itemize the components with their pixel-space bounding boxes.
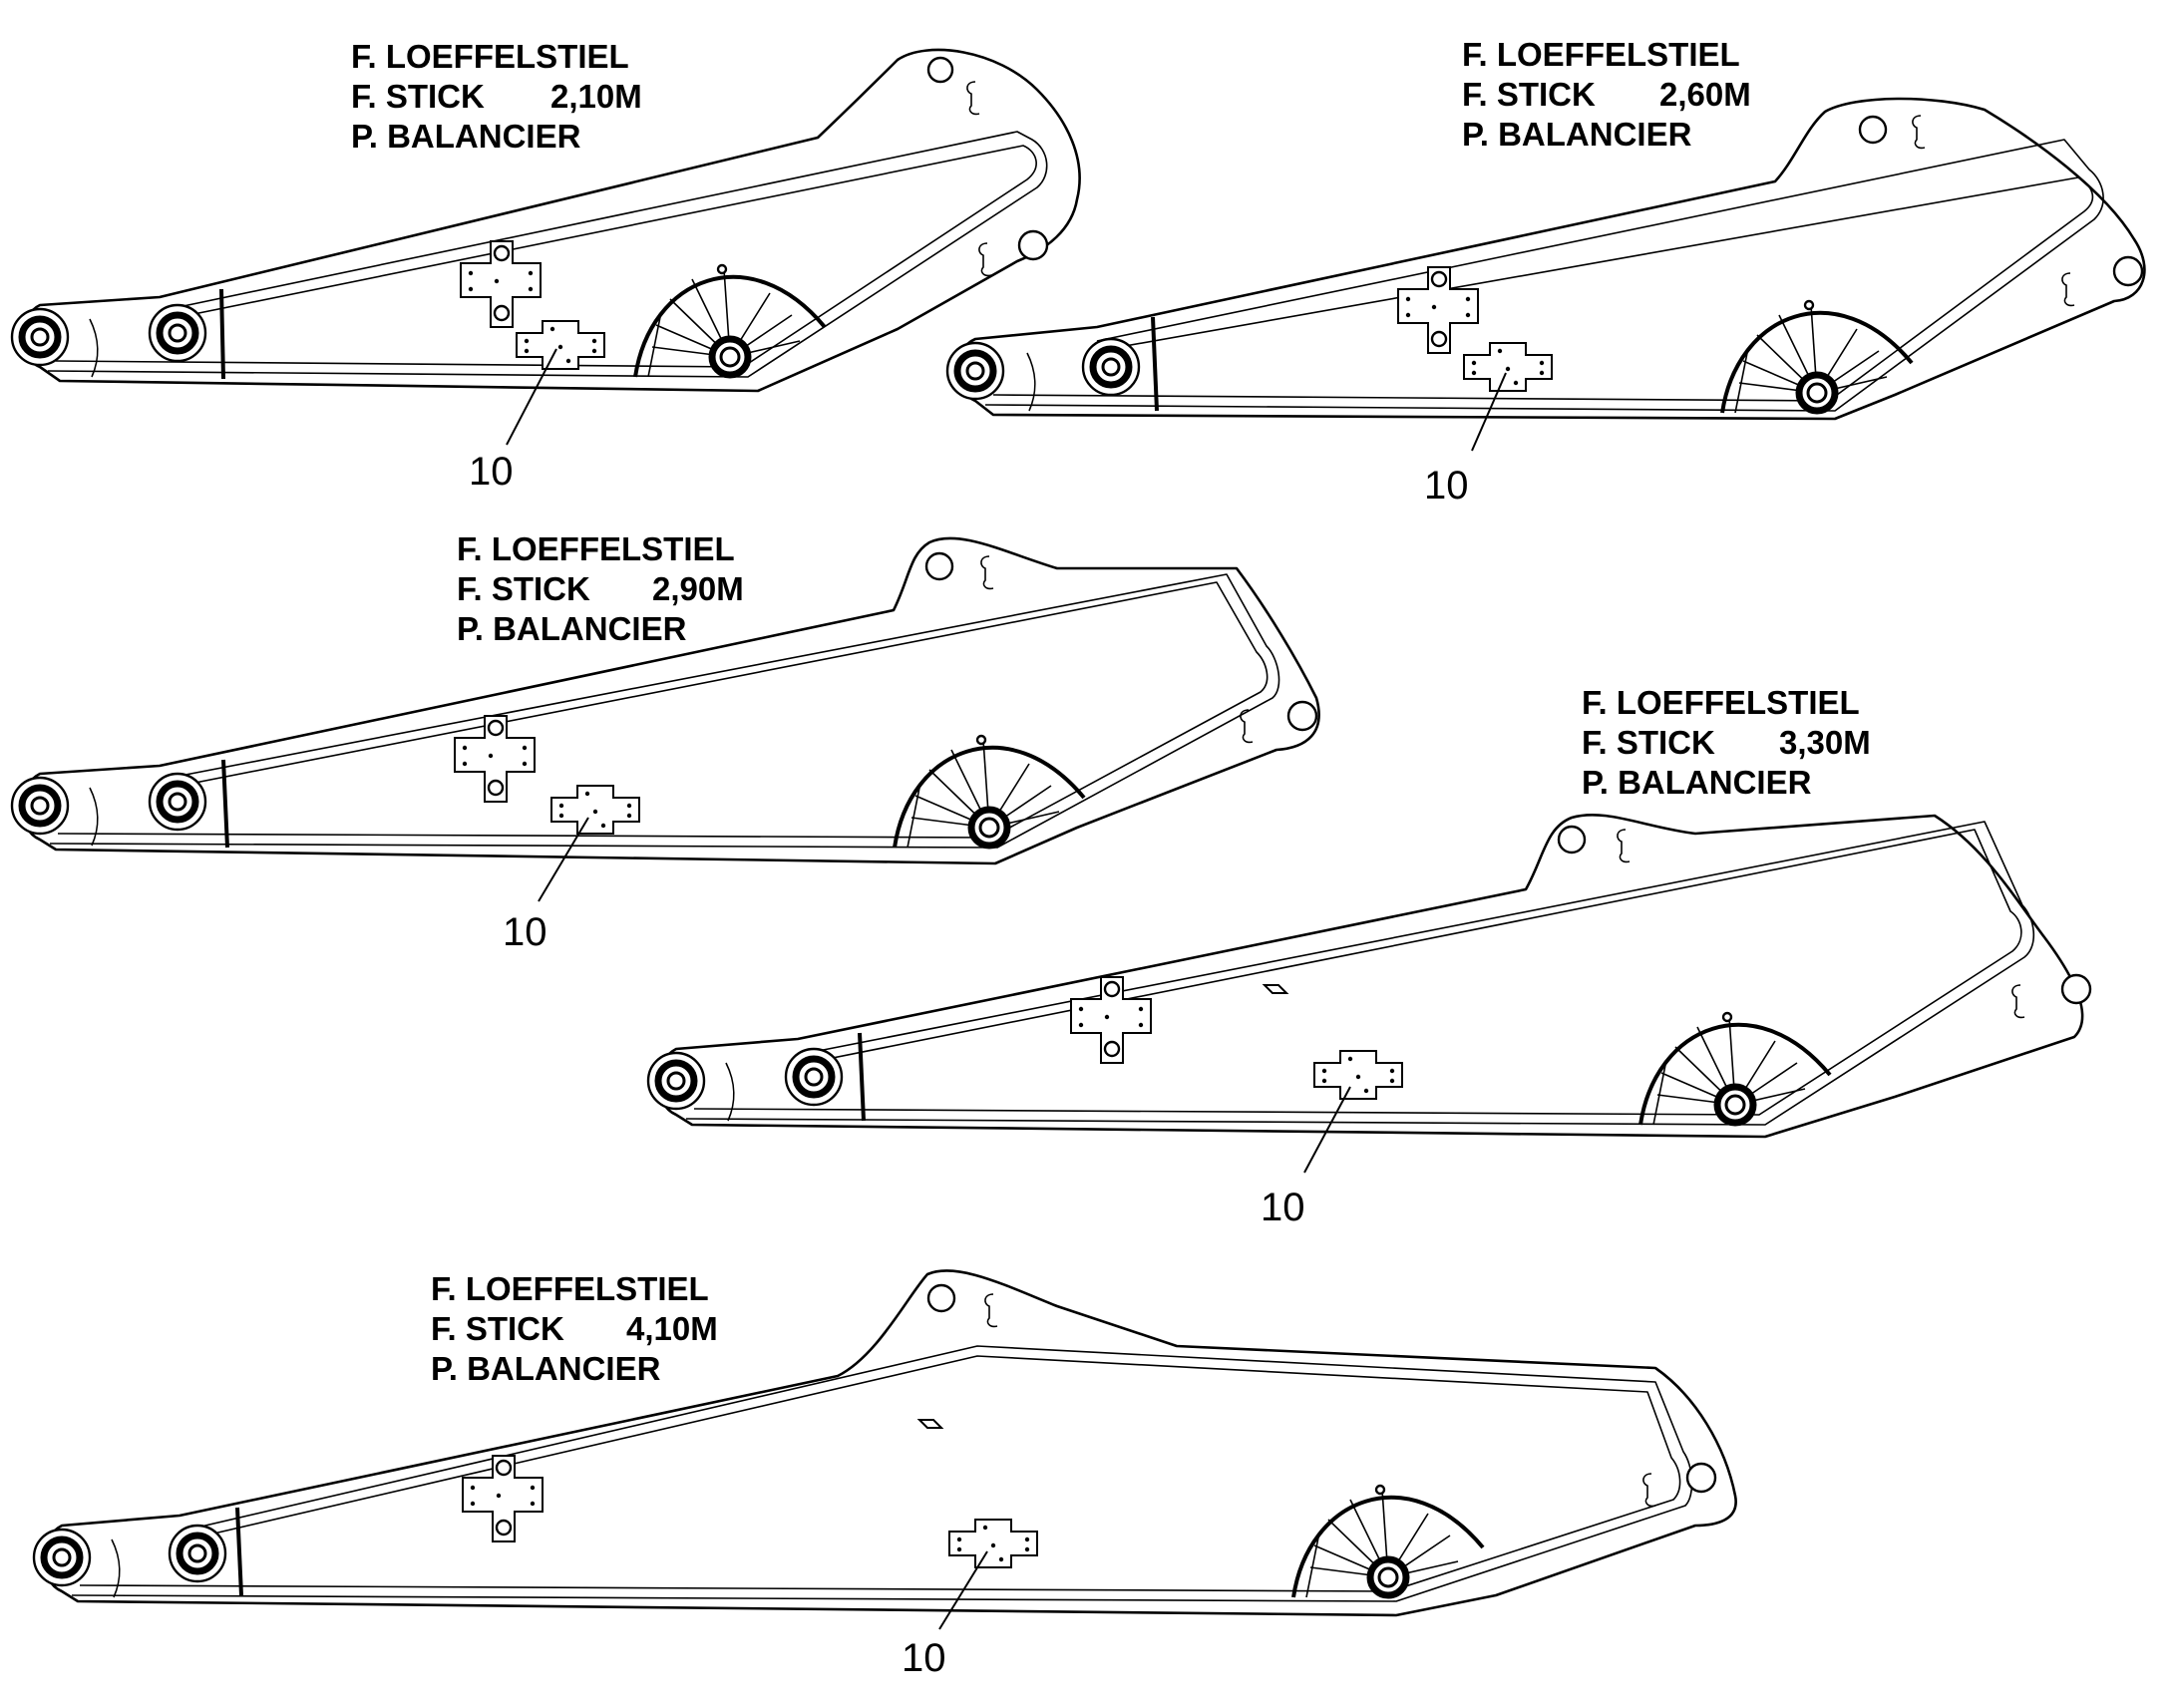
callout-number: 10 (1424, 464, 1469, 508)
callout-number: 10 (1261, 1186, 1305, 1229)
label-name-en: F. STICK (351, 78, 485, 115)
stick-4-10m: 10 F. LOEFFELSTIEL F. STICK 4,10M P. BAL… (34, 1269, 1737, 1680)
label-name-fr: P. BALANCIER (1462, 116, 1692, 153)
label-length: 2,10M (550, 78, 642, 115)
label-name-de: F. LOEFFELSTIEL (457, 530, 735, 567)
label-name-fr: P. BALANCIER (351, 118, 581, 155)
label-name-en: F. STICK (431, 1310, 564, 1347)
label-name-de: F. LOEFFELSTIEL (1582, 684, 1860, 721)
label-length: 2,90M (652, 570, 744, 607)
label-name-fr: P. BALANCIER (457, 610, 687, 647)
label-name-en: F. STICK (1582, 724, 1715, 761)
stick-body (955, 97, 2146, 421)
label-length: 4,10M (626, 1310, 718, 1347)
stick-2-10m: 10 F. LOEFFELSTIEL F. STICK 2,10M P. BAL… (12, 38, 1081, 494)
label-length: 3,30M (1779, 724, 1871, 761)
label-name-en: F. STICK (457, 570, 590, 607)
label-name-fr: P. BALANCIER (431, 1350, 661, 1387)
callout-number: 10 (503, 910, 547, 954)
label-name-en: F. STICK (1462, 76, 1596, 113)
label-length: 2,60M (1659, 76, 1751, 113)
callout-number: 10 (469, 450, 514, 494)
stick-3-30m: 10 F. LOEFFELSTIEL F. STICK 3,30M P. BAL… (648, 684, 2092, 1229)
stick-2-90m: 10 F. LOEFFELSTIEL F. STICK 2,90M P. BAL… (12, 530, 1320, 954)
label-name-de: F. LOEFFELSTIEL (351, 38, 629, 75)
label-name-fr: P. BALANCIER (1582, 764, 1812, 801)
stick-body (42, 1269, 1737, 1617)
stick-body (22, 48, 1081, 393)
label-name-de: F. LOEFFELSTIEL (431, 1270, 709, 1307)
stick-2-60m: 10 F. LOEFFELSTIEL F. STICK 2,60M P. BAL… (947, 36, 2146, 508)
callout-number: 10 (902, 1636, 946, 1680)
label-name-de: F. LOEFFELSTIEL (1462, 36, 1740, 73)
